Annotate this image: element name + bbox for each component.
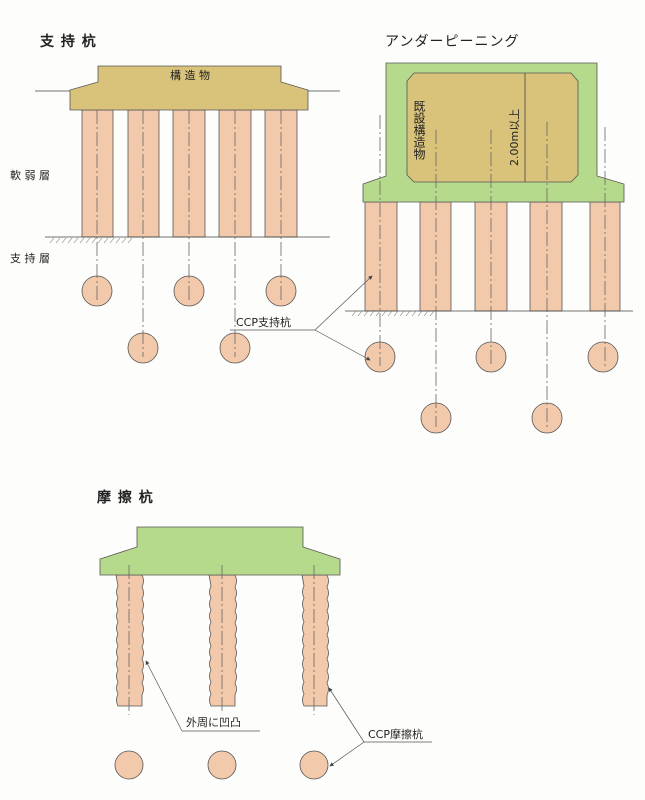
piles [364,201,621,312]
friction-pile-panel: 摩 擦 杭 外周に凹凸 CCP摩擦杭 [97,489,432,780]
pile [529,201,563,312]
pile [218,109,252,238]
pile [264,109,298,238]
pile-section-circle [207,750,237,780]
bearing-layer-label: 支 持 層 [10,251,50,265]
surface-irregularity-callout: 外周に凹凸 [186,716,241,729]
center-lines [128,565,315,715]
callout-leader [328,687,365,743]
friction-pile-title: 摩 擦 杭 [97,489,154,506]
ccp-support-pile-callout: CCP支持杭 [236,315,291,329]
underpinning-panel: アンダーピーニング 既設構造物 2.00m以上 CCP支 [230,34,633,434]
callout-leader [314,275,373,331]
structure [69,65,309,111]
support-pile-panel: 支 持 杭 構 造 物 軟 弱 層 支 持 層 [10,33,340,364]
support-pile-title: 支 持 杭 [39,33,97,50]
pile-plan-circles [114,750,329,780]
piles [81,109,298,238]
pile-section-circle [114,750,144,780]
ground-hatching [351,310,435,317]
friction-pile [301,574,329,707]
dimension-label: 2.00m以上 [508,109,521,166]
soft-layer-label: 軟 弱 層 [10,168,50,182]
pile [172,109,206,238]
ground-hatching [49,237,133,244]
pile [81,109,114,238]
friction-pile [115,574,144,707]
callout-leader [314,329,371,361]
pile-section-circle [299,750,329,780]
ccp-friction-pile-callout: CCP摩擦杭 [368,727,423,741]
structure-label: 構 造 物 [170,68,210,82]
underpinning-title: アンダーピーニング [385,34,519,50]
callout-leader [145,660,183,732]
pile-section-circle [587,341,619,373]
callout-leader [329,741,365,767]
pile [419,201,452,312]
structure [99,526,341,576]
pile [364,201,398,312]
center-lines [96,110,282,357]
existing-structure-label: 既設構造物 [412,100,426,160]
friction-pile [208,574,237,707]
piles [115,574,329,707]
existing-structure [406,72,579,183]
center-lines [379,115,606,427]
pile-plan-circles [364,341,619,434]
pile [127,109,160,238]
